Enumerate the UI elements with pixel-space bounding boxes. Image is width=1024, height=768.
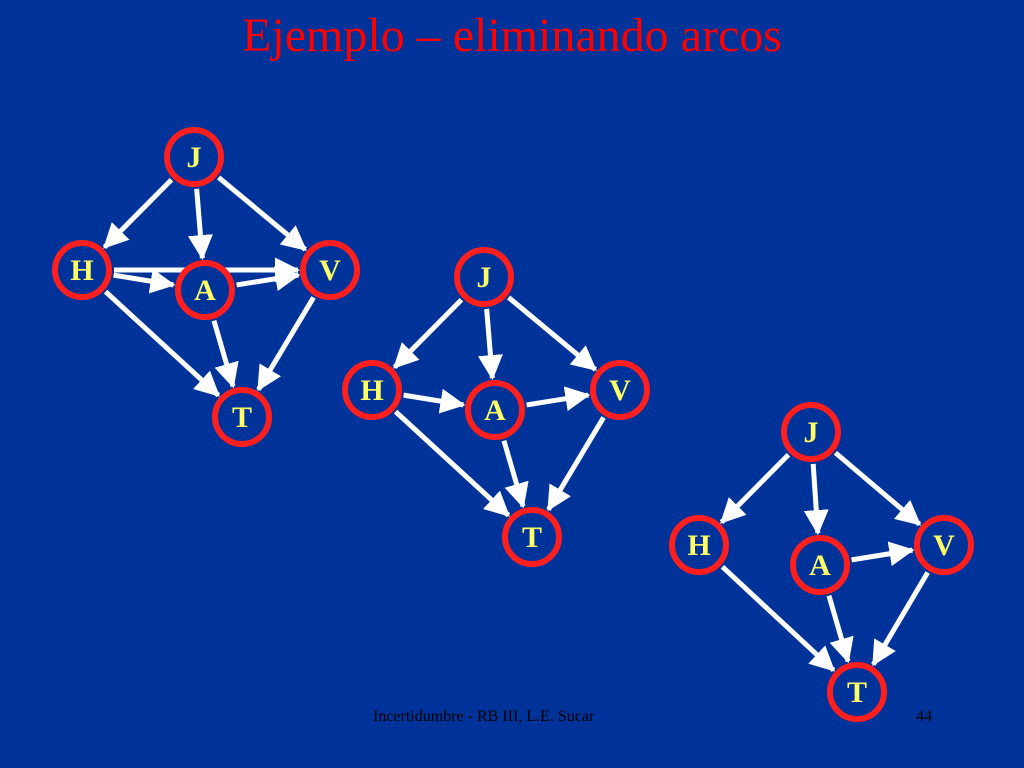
node-label: H — [70, 254, 93, 287]
arc-V-T — [546, 416, 606, 512]
node-circle — [212, 387, 272, 447]
arc-A-V — [526, 386, 591, 412]
node-J: J — [454, 247, 514, 307]
arc-H-T — [393, 409, 511, 518]
slide-title: Ejemplo – eliminando arcos — [242, 9, 782, 62]
node-circle — [827, 662, 887, 722]
node-circle — [300, 240, 360, 300]
node-A: A — [175, 260, 235, 320]
node-A: A — [790, 535, 850, 595]
node-V: V — [590, 360, 650, 420]
node-circle — [465, 380, 525, 440]
node-label: H — [687, 529, 710, 562]
node-circle — [502, 507, 562, 567]
arc-A-T — [211, 320, 239, 389]
node-label: V — [933, 529, 955, 562]
node-label: J — [477, 261, 492, 294]
arc-J-V — [507, 295, 597, 372]
node-label: H — [360, 374, 383, 407]
node-V: V — [914, 515, 974, 575]
arc-A-T — [826, 595, 854, 664]
node-J: J — [781, 402, 841, 462]
node-T: T — [827, 662, 887, 722]
arc-J-A — [803, 463, 829, 536]
arc-V-T — [256, 296, 316, 392]
arc-H-A — [403, 388, 466, 414]
node-circle — [342, 360, 402, 420]
node-circle — [175, 260, 235, 320]
arc-A-T — [501, 440, 529, 509]
node-label: V — [319, 254, 341, 287]
graph-1: J H V A T — [52, 127, 360, 447]
node-H: H — [52, 240, 112, 300]
arc-J-H — [719, 452, 791, 525]
arc-J-V — [833, 450, 922, 527]
node-label: T — [522, 521, 542, 554]
node-circle — [590, 360, 650, 420]
arc-H-T — [103, 289, 221, 398]
node-label: A — [809, 549, 831, 582]
node-circle — [454, 247, 514, 307]
footer-text: Incertidumbre - RB III, L.E. Sucar — [373, 708, 595, 725]
node-V: V — [300, 240, 360, 300]
node-label: J — [804, 416, 819, 449]
arc-J-V — [217, 175, 307, 252]
node-circle — [790, 535, 850, 595]
node-label: J — [187, 141, 202, 174]
graph-2: J H V A T — [342, 247, 650, 567]
node-A: A — [465, 380, 525, 440]
arc-A-V — [236, 266, 301, 292]
node-label: V — [609, 374, 631, 407]
arc-A-V — [851, 541, 915, 567]
arc-H-T — [720, 564, 836, 673]
node-H: H — [342, 360, 402, 420]
arc-J-H — [102, 177, 174, 250]
node-circle — [781, 402, 841, 462]
node-circle — [52, 240, 112, 300]
arc-H-A — [113, 268, 176, 294]
node-label: A — [194, 274, 216, 307]
node-T: T — [212, 387, 272, 447]
node-J: J — [164, 127, 224, 187]
graph-3: J H V A T — [669, 402, 974, 722]
node-label: A — [484, 394, 506, 427]
arc-V-T — [871, 571, 930, 667]
node-circle — [669, 515, 729, 575]
node-T: T — [502, 507, 562, 567]
node-H: H — [669, 515, 729, 575]
page-number: 44 — [916, 708, 932, 725]
arc-J-H — [392, 297, 464, 370]
node-label: T — [232, 401, 252, 434]
node-label: T — [847, 676, 867, 709]
node-circle — [914, 515, 974, 575]
arc-J-A — [188, 188, 213, 261]
arc-J-A — [478, 308, 503, 381]
node-circle — [164, 127, 224, 187]
